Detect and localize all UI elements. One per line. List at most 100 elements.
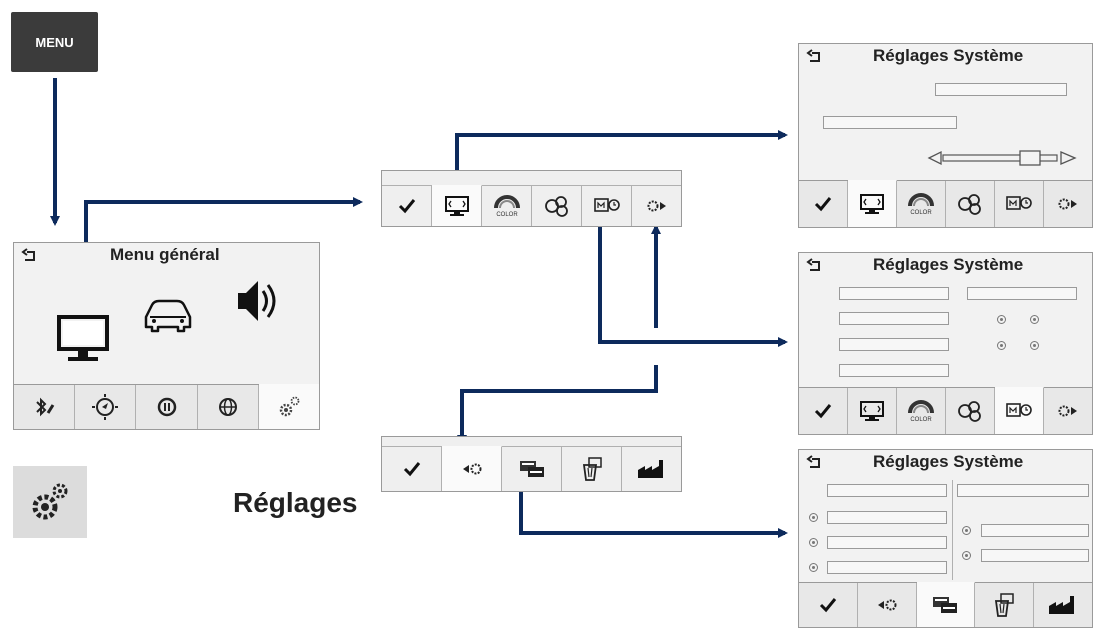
setting-field[interactable] [827, 484, 947, 497]
setting-field[interactable] [823, 116, 957, 129]
setting-field[interactable] [981, 549, 1089, 562]
system-settings-panel-advanced: Réglages Système [798, 449, 1093, 628]
tab-factory-settings[interactable] [622, 447, 681, 491]
tab-delete-data[interactable] [975, 583, 1035, 627]
tab-back-settings[interactable] [442, 446, 502, 491]
color-text: COLOR [910, 210, 932, 216]
color-icon: COLOR [908, 193, 934, 216]
tab-more-settings[interactable] [1044, 181, 1092, 227]
tab-display[interactable] [848, 388, 897, 434]
main-menu-panel: Menu général [13, 242, 320, 430]
more-settings-icon [1058, 198, 1077, 210]
setting-field[interactable] [827, 536, 947, 549]
color-icon: COLOR [493, 195, 520, 218]
settings-gears-icon [32, 483, 68, 520]
setting-field[interactable] [981, 524, 1089, 537]
more-settings-icon [1058, 405, 1077, 417]
tab-color[interactable]: COLOR [482, 186, 532, 226]
tab-date-time[interactable] [502, 447, 562, 491]
back-icon[interactable] [805, 257, 825, 277]
setting-field[interactable] [935, 83, 1067, 96]
panel-tab-bar: COLOR [799, 180, 1092, 227]
setting-field[interactable] [967, 287, 1077, 300]
back-icon[interactable] [805, 48, 825, 68]
tab-display[interactable] [848, 180, 897, 227]
back-settings-icon [462, 463, 481, 475]
back-icon[interactable] [20, 247, 40, 267]
monitor-icon[interactable] [56, 313, 112, 365]
date-time-icon [519, 461, 544, 477]
tab-confirm-2[interactable] [382, 447, 442, 491]
tab-color[interactable]: COLOR [897, 181, 946, 227]
more-settings-icon [647, 200, 666, 212]
trash-icon [995, 593, 1015, 617]
radio-option[interactable] [1030, 315, 1039, 324]
language-icon [958, 194, 981, 215]
tab-language[interactable] [532, 186, 582, 226]
tab-connected-services[interactable] [198, 385, 259, 429]
setting-field[interactable] [839, 338, 949, 351]
tab-confirm[interactable] [382, 186, 432, 226]
tab-more-settings[interactable] [632, 186, 681, 226]
tab-units[interactable] [582, 186, 632, 226]
tab-more-settings[interactable] [1044, 388, 1092, 434]
setting-field[interactable] [839, 364, 949, 377]
tab-color[interactable]: COLOR [897, 388, 946, 434]
radio-option[interactable] [1030, 341, 1039, 350]
check-icon [814, 404, 832, 419]
menu-button[interactable]: MENU [11, 12, 98, 72]
setting-field[interactable] [957, 484, 1089, 497]
radio-option[interactable] [809, 538, 818, 547]
tab-units[interactable] [995, 181, 1044, 227]
tab-confirm[interactable] [799, 181, 848, 227]
tab-language[interactable] [946, 181, 995, 227]
advanced-settings-tab-strip [381, 436, 682, 492]
reglages-label: Réglages [233, 487, 358, 518]
system-settings-panel-units: Réglages Système COLOR [798, 252, 1093, 435]
back-icon[interactable] [805, 454, 825, 474]
settings-shortcut[interactable] [13, 466, 87, 538]
tab-confirm[interactable] [799, 388, 848, 434]
date-time-icon [933, 597, 958, 613]
panel-title: Réglages Système [873, 255, 1024, 274]
language-icon [544, 196, 568, 217]
brightness-slider[interactable] [927, 148, 1077, 168]
panel-title: Réglages Système [873, 46, 1024, 65]
tab-confirm[interactable] [799, 583, 858, 627]
radio-option[interactable] [997, 315, 1006, 324]
setting-field[interactable] [827, 561, 947, 574]
radio-option[interactable] [962, 551, 971, 560]
tab-language[interactable] [946, 388, 995, 434]
tab-display[interactable] [432, 185, 482, 226]
setting-field[interactable] [839, 312, 949, 325]
radio-option[interactable] [809, 513, 818, 522]
tab-date-time[interactable] [916, 582, 976, 627]
check-icon [398, 199, 415, 214]
radio-option[interactable] [809, 563, 818, 572]
radio-option[interactable] [962, 526, 971, 535]
setting-field[interactable] [827, 511, 947, 524]
radio-option[interactable] [997, 341, 1006, 350]
check-icon [814, 197, 832, 212]
display-icon [444, 196, 469, 216]
tab-radio[interactable] [136, 385, 198, 429]
arrow-more-to-lower-strip [457, 365, 658, 445]
check-icon [819, 598, 837, 613]
system-settings-panel-display: Réglages Système COLOR [798, 43, 1093, 228]
color-text: COLOR [496, 212, 518, 218]
tab-units[interactable] [995, 387, 1044, 434]
tab-bluetooth[interactable] [14, 385, 76, 429]
tab-settings[interactable] [258, 384, 320, 429]
tab-factory-settings[interactable] [1034, 583, 1092, 627]
tab-delete-data[interactable] [562, 447, 622, 491]
navigation-icon [92, 394, 119, 420]
speaker-icon[interactable] [234, 273, 282, 329]
units-icon [593, 198, 620, 212]
tab-navigation[interactable] [75, 385, 137, 429]
car-icon[interactable] [140, 295, 196, 335]
setting-field[interactable] [839, 287, 949, 300]
panel-title: Réglages Système [873, 452, 1024, 471]
tab-back-settings[interactable] [858, 583, 917, 627]
color-icon: COLOR [908, 400, 934, 423]
units-icon [1006, 403, 1032, 417]
